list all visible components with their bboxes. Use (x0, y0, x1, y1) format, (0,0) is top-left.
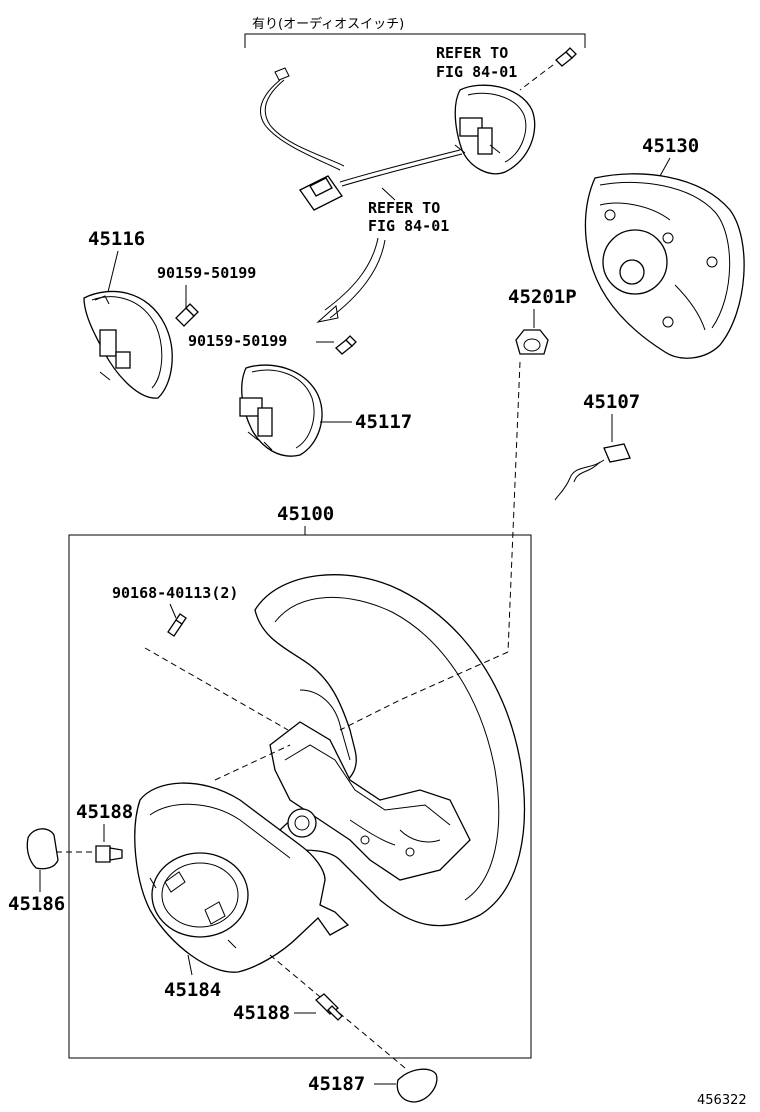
cap-45186[interactable]: 45186 (8, 828, 65, 915)
refer-to-mid-line2: FIG 84-01 (368, 217, 449, 235)
lower-cover-45184[interactable]: 45184 (134, 744, 406, 1069)
curved-arrow-icon (316, 237, 386, 323)
left-switch-cover-45116[interactable]: 45116 (83, 228, 173, 399)
refer-to-top-line1: REFER TO (436, 44, 508, 62)
refer-to-top-line2: FIG 84-01 (436, 63, 517, 81)
horn-wire-45107[interactable]: 45107 (554, 391, 640, 501)
screw-top-icon (519, 47, 577, 91)
part-number-45184: 45184 (164, 979, 221, 1001)
airbag-part-45130[interactable]: 45130 (584, 135, 745, 359)
audio-switch-variant-group: 有り(オーディオスイッチ) (244, 16, 586, 48)
wire-harness-icon (260, 67, 463, 211)
part-number-45107: 45107 (583, 391, 640, 413)
refer-to-top-link[interactable]: REFER TO FIG 84-01 (436, 44, 517, 81)
part-number-90168: 90168-40113(2) (112, 584, 238, 602)
part-number-45188-upper: 45188 (76, 801, 133, 823)
part-number-90159-upper: 90159-50199 (157, 264, 256, 282)
bolt-90168[interactable]: 90168-40113(2) (112, 584, 289, 731)
part-number-45117: 45117 (355, 411, 412, 433)
steering-wheel-body (254, 574, 526, 927)
part-number-45187: 45187 (308, 1073, 365, 1095)
part-number-45188-lower: 45188 (233, 1002, 290, 1024)
steering-wheel-assembly-45100[interactable]: 45100 (68, 503, 532, 1059)
cap-45187[interactable]: 45187 (308, 1068, 438, 1103)
screw-45188-upper[interactable]: 45188 (56, 801, 133, 863)
right-audio-switch-part (454, 84, 536, 175)
part-number-45100: 45100 (277, 503, 334, 525)
screw-90159-upper[interactable]: 90159-50199 (157, 264, 256, 327)
part-number-45130: 45130 (642, 135, 699, 157)
nut-45201p[interactable]: 45201P (507, 286, 577, 653)
right-switch-cover-45117[interactable]: 45117 (239, 364, 412, 457)
part-number-45116: 45116 (88, 228, 145, 250)
screw-45188-lower[interactable]: 45188 (233, 993, 343, 1024)
refer-to-mid-line1: REFER TO (368, 199, 440, 217)
illustration-code: 456322 (697, 1093, 747, 1108)
screw-90159-lower[interactable]: 90159-50199 (188, 332, 357, 355)
part-number-90159-lower: 90159-50199 (188, 332, 287, 350)
part-number-45201p: 45201P (508, 286, 577, 308)
variant-note: 有り(オーディオスイッチ) (252, 16, 404, 32)
refer-to-mid-link[interactable]: REFER TO FIG 84-01 (368, 187, 449, 235)
part-number-45186: 45186 (8, 893, 65, 915)
